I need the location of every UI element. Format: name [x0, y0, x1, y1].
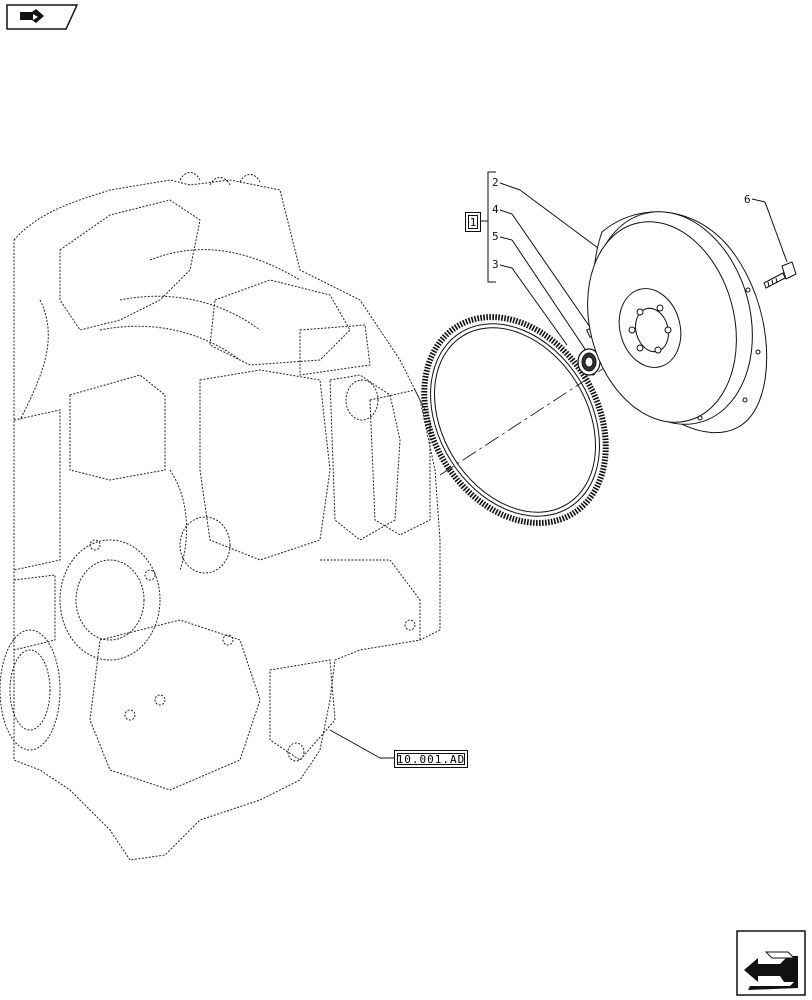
callout-group-1: 1	[465, 212, 481, 232]
section-reference-link[interactable]: 10.001.AD	[394, 750, 468, 768]
callout-4: 4	[492, 203, 499, 216]
flywheel-bolt	[763, 261, 797, 289]
callout-3: 3	[492, 258, 499, 271]
callout-2: 2	[492, 176, 499, 189]
previous-section-arrow-icon[interactable]	[6, 4, 79, 30]
callout-lines	[329, 171, 788, 759]
callout-group-label: 1	[469, 215, 477, 229]
next-section-arrow-icon[interactable]	[736, 930, 806, 996]
ring-gear	[421, 314, 609, 526]
section-reference-code: 10.001.AD	[396, 752, 466, 766]
engine-assembly	[0, 172, 441, 861]
callout-6: 6	[744, 193, 751, 206]
callout-5: 5	[492, 230, 499, 243]
flywheel	[587, 211, 768, 433]
